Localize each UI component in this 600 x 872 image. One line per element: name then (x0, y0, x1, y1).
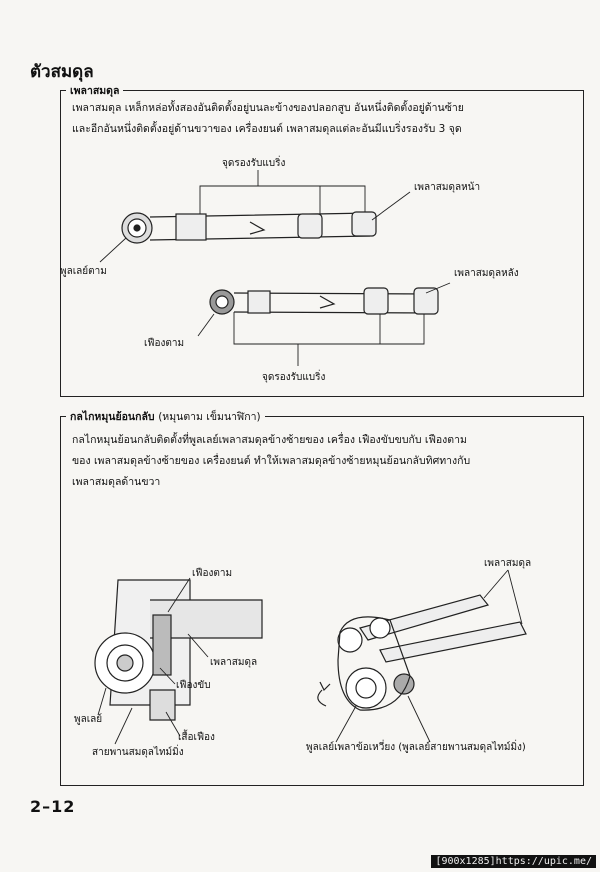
gear-case-cutaway-drawing (94, 579, 263, 721)
paragraph-line: และอีกอันหนึ่งติดตั้งอยู่ด้านขวาของ เครื… (72, 123, 462, 135)
label-timing-belt: สายพานสมดุลไทม์มิ่ง (92, 747, 184, 758)
label-balance-shaft: เพลาสมดุล (210, 657, 258, 668)
paragraph-line: กลไกหมุนย้อนกลับติดตั้งที่พูลเลย์เพลาสมด… (72, 434, 467, 446)
paragraph-line: ของ เพลาสมดุลข้างซ้ายของ เครื่องยนต์ ทำใ… (72, 455, 471, 467)
paragraph-line: เพลาสมดุลด้านขวา (72, 476, 161, 488)
rear-balance-shaft-drawing (209, 287, 439, 315)
label-front-shaft: เพลาสมดุลหน้า (414, 182, 481, 193)
section2-left-leaders (97, 577, 209, 745)
belt-drive-drawing (317, 594, 527, 711)
page-number: 2–12 (30, 797, 76, 816)
section2-right-leaders (335, 569, 523, 743)
section-paragraph: กลไกหมุนย้อนกลับติดตั้งที่พูลเลย์เพลาสมด… (72, 430, 470, 493)
label-rear-shaft: เพลาสมดุลหลัง (454, 268, 519, 279)
section-paragraph: เพลาสมดุล เหล็กหล่อทั้งสองอันติดตั้งอยู่… (72, 98, 464, 140)
page-title: ตัวสมดุล (30, 62, 94, 82)
label-drive-gear: เฟืองขับ (176, 680, 211, 691)
label-pulley: พูลเลย์ (74, 714, 103, 725)
reverse-rotation-section (60, 416, 584, 786)
label-driven-pulley: พูลเลย์ตาม (60, 266, 107, 277)
balance-shaft-section (60, 90, 584, 397)
section-heading: กลไกหมุนย้อนกลับ (หมุนตาม เข็มนาฬิกา) (66, 408, 265, 425)
paragraph-line: เพลาสมดุล เหล็กหล่อทั้งสองอันติดตั้งอยู่… (72, 102, 464, 114)
watermark: [900x1285]https://upic.me/ (431, 855, 596, 868)
section-heading: เพลาสมดุล (66, 82, 124, 99)
label-gear-case: เสื้อเฟือง (178, 732, 215, 743)
label-idler-caption: พูลเลย์เพลาข้อเหวี่ยง (พูลเลย์สายพานสมดุ… (306, 742, 526, 753)
section1-leader-lines (99, 170, 451, 366)
front-balance-shaft-drawing (121, 211, 377, 244)
section-heading-note: (หมุนตาม เข็มนาฬิกา) (158, 411, 261, 423)
label-bearing-points-bottom: จุดรองรับแบริ่ง (262, 372, 326, 383)
label-driven-gear: เฟืองตาม (144, 338, 185, 349)
label-balance-shaft-right: เพลาสมดุล (484, 558, 532, 569)
label-driven-gear: เฟืองตาม (192, 568, 233, 579)
section-heading-text: กลไกหมุนย้อนกลับ (70, 411, 155, 423)
label-bearing-points-top: จุดรองรับแบริ่ง (222, 158, 286, 169)
